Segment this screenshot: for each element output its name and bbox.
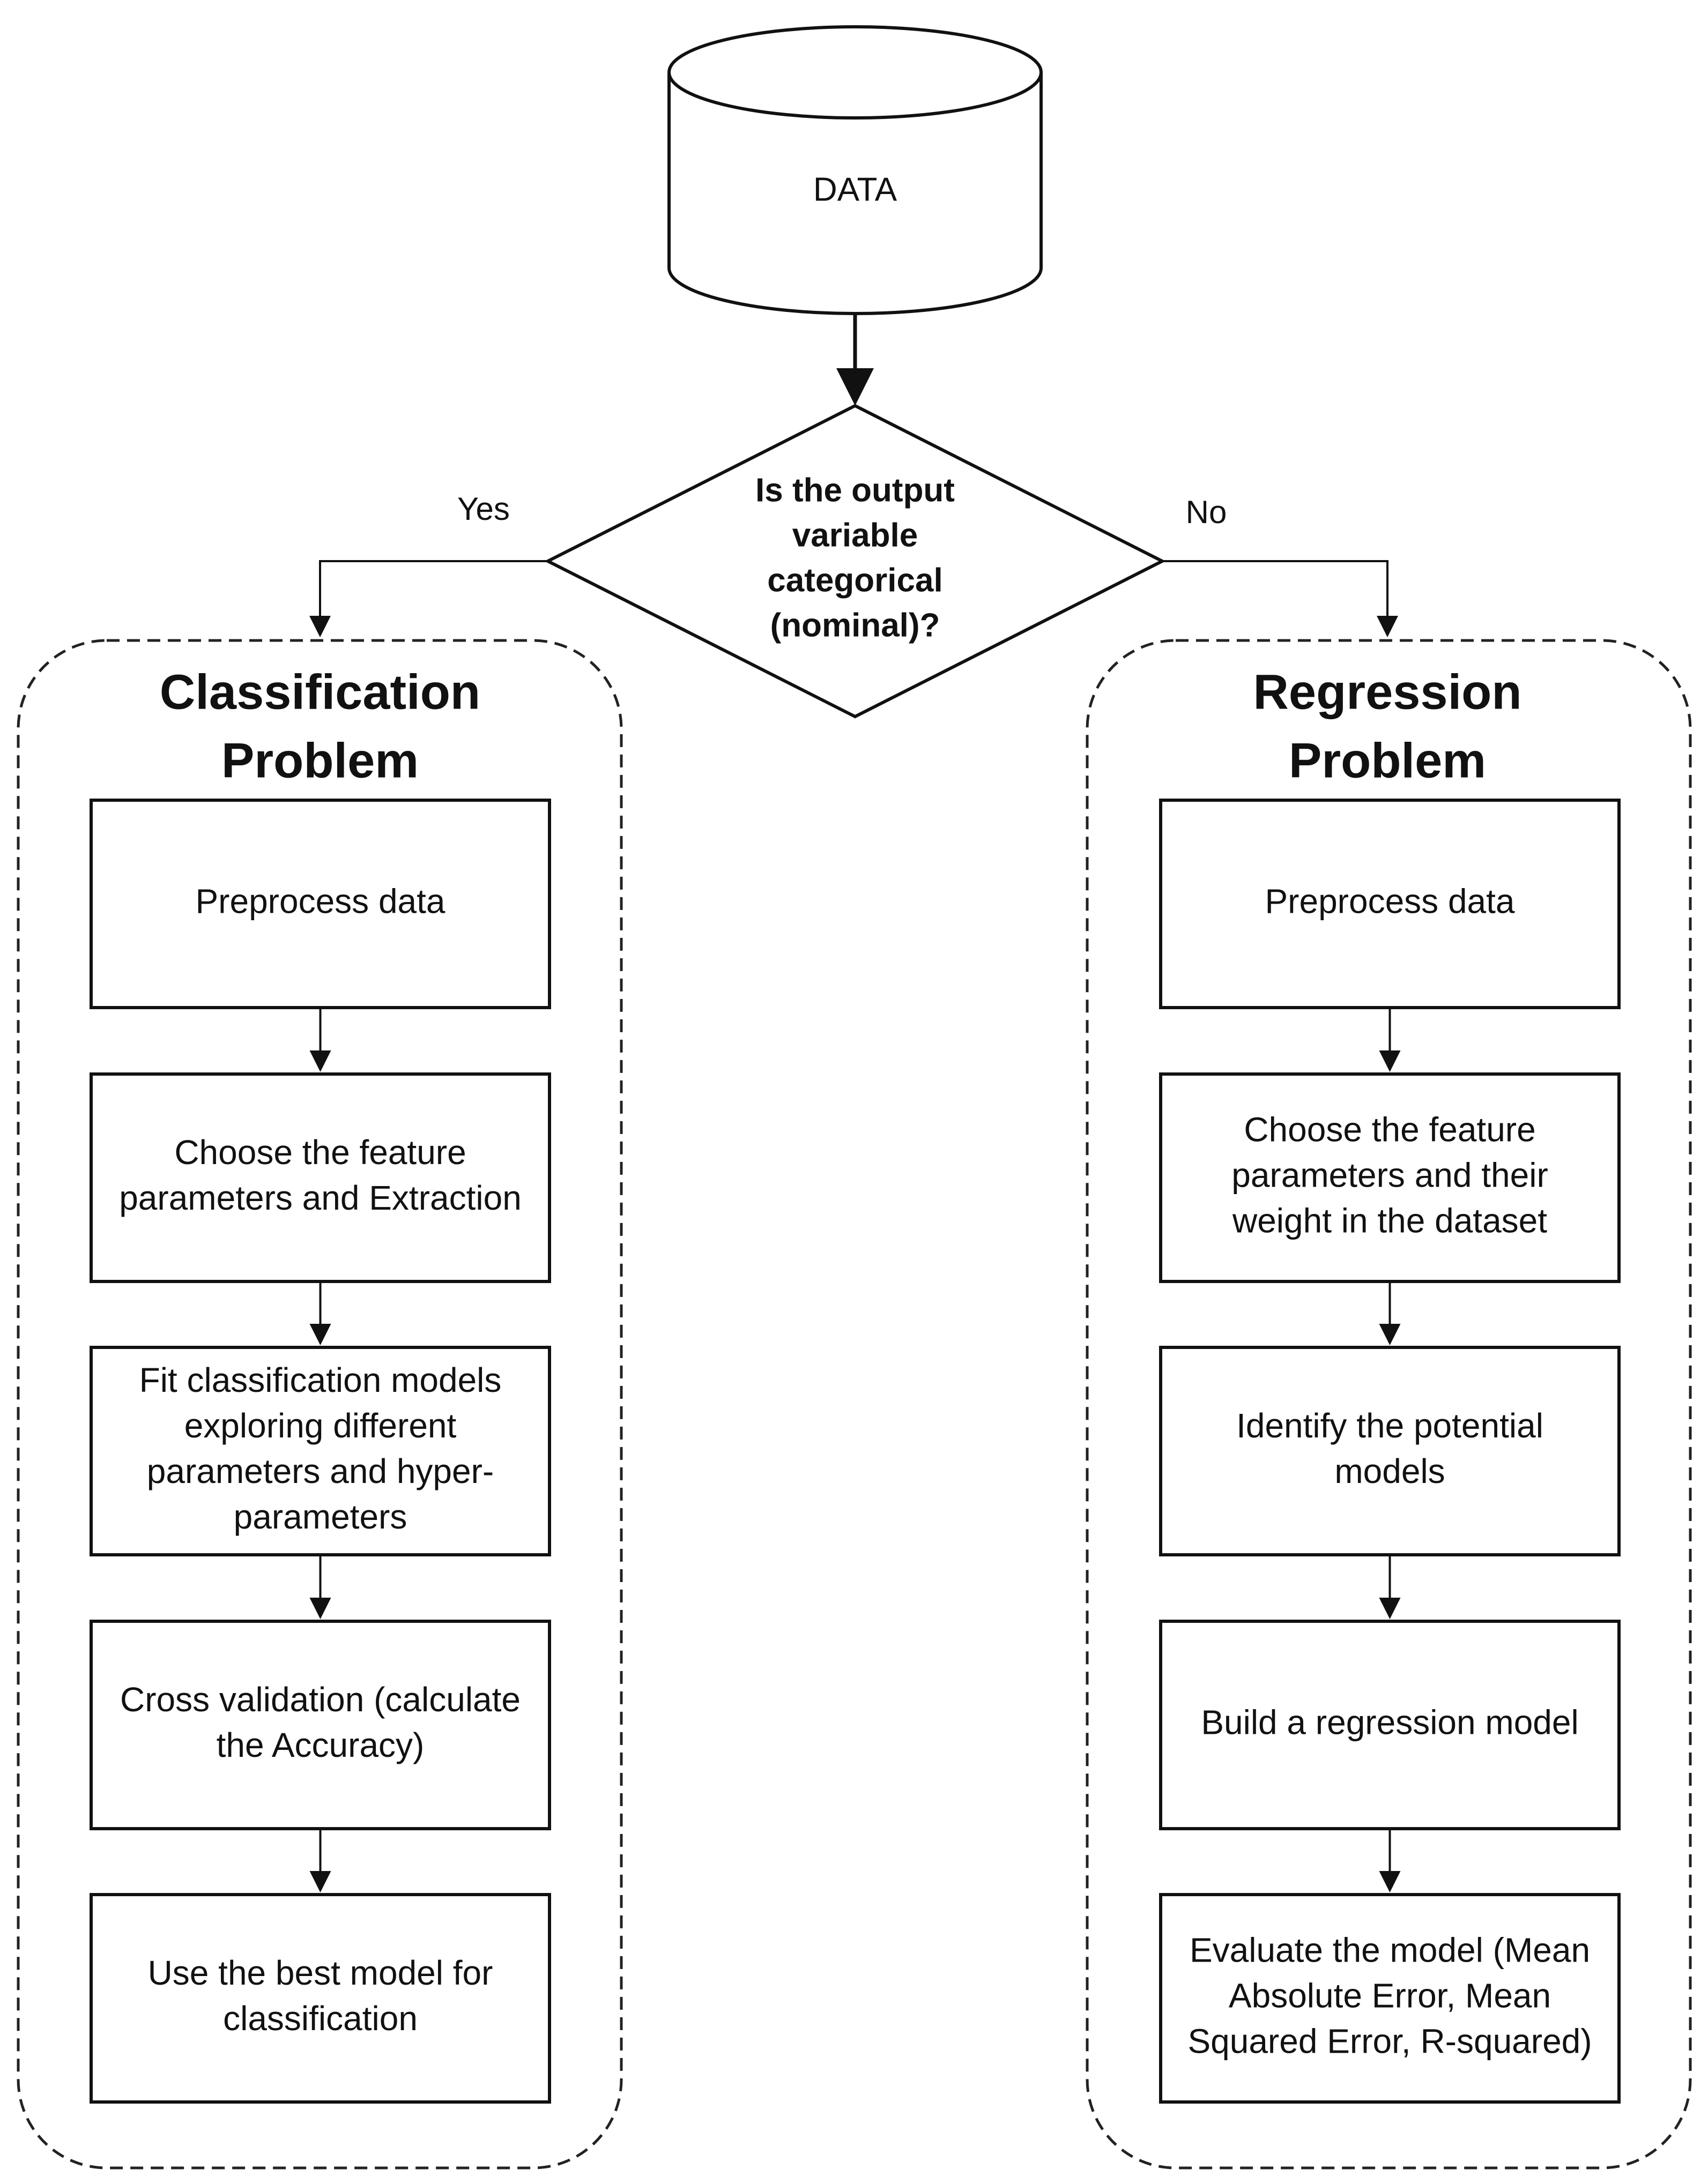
classification-step-label-line: parameters [234, 1497, 407, 1536]
classification-step-label-line: parameters and hyper- [147, 1452, 494, 1490]
data-label: DATA [813, 171, 897, 208]
classification-group-border [17, 639, 623, 2170]
classification-step-label-line: Use the best model for [148, 1954, 493, 1992]
decision-question-line: (nominal)? [770, 607, 940, 644]
classification-step-label-line: Preprocess data [195, 882, 445, 920]
decision-diamond: Is the output variable categorical (nominal… [544, 404, 1166, 719]
classification-step-box [90, 1072, 551, 1283]
regression-step-box [1159, 799, 1621, 1009]
yes-label: Yes [457, 491, 510, 527]
classification-step-label-line: exploring different [184, 1406, 457, 1445]
classification-title-line: Classification [160, 665, 480, 719]
regression-step-box [1159, 1072, 1621, 1283]
no-connector [1162, 560, 1398, 637]
yes-connector [309, 560, 548, 637]
regression-step-label-line: Identify the potential [1236, 1406, 1543, 1445]
regression-title-line: Problem [1289, 733, 1486, 788]
classification-title-line: Problem [221, 733, 419, 788]
decision-question-line: Is the output [755, 472, 955, 509]
regression-title-line: Regression [1253, 665, 1521, 719]
classification-step-box [90, 1893, 551, 2104]
regression-step-label-line: Choose the feature [1244, 1110, 1535, 1149]
regression-group-border [1086, 639, 1692, 2170]
decision-question-line: variable [792, 517, 918, 554]
regression-step-label-line: Squared Error, R-squared) [1187, 2022, 1592, 2060]
regression-step-label: Identify the potential models [1236, 1406, 1543, 1490]
regression-step-label: Build a regression model [1201, 1703, 1578, 1741]
regression-step-label-line: Preprocess data [1265, 882, 1514, 920]
regression-step-box [1159, 1346, 1621, 1556]
classification-step-label: Choose the feature parameters and Extract… [119, 1133, 522, 1217]
classification-step-label-line: Choose the feature [174, 1133, 466, 1172]
regression-step-box [1159, 1620, 1621, 1830]
classification-step-label-line: Cross validation (calculate [120, 1680, 521, 1719]
decision-question-line: categorical [767, 562, 942, 599]
regression-step-label: Preprocess data [1265, 882, 1514, 920]
classification-step-label: Preprocess data [195, 882, 445, 920]
classification-step-label-line: parameters and Extraction [119, 1179, 522, 1217]
decision-question: Is the output variable categorical (nominal… [755, 472, 955, 644]
regression-step-label-line: parameters and their [1231, 1156, 1548, 1194]
classification-step-label: Use the best model for classification [148, 1954, 493, 2038]
classification-step-label-line: Fit classification models [139, 1361, 502, 1399]
classification-step-label-line: the Accuracy) [217, 1726, 425, 1764]
regression-step-box [1159, 1893, 1621, 2104]
regression-step-label-line: models [1334, 1452, 1445, 1490]
classification-step-box [90, 1620, 551, 1830]
classification-step-box [90, 799, 551, 1009]
no-label: No [1186, 494, 1227, 530]
classification-step-label-line: classification [223, 1999, 418, 2038]
regression-step-label: Choose the feature parameters and their we… [1231, 1110, 1548, 1240]
regression-step-label-line: weight in the dataset [1232, 1201, 1547, 1240]
regression-step-label-line: Build a regression model [1201, 1703, 1578, 1741]
regression-step-label-line: Absolute Error, Mean [1229, 1976, 1551, 2015]
classification-step-label: Cross validation (calculate the Accuracy) [120, 1680, 521, 1764]
classification-step-box [90, 1346, 551, 1556]
classification-step-label: Fit classification models exploring diffe… [139, 1361, 502, 1536]
regression-step-label-line: Evaluate the model (Mean [1190, 1930, 1590, 1969]
data-cylinder: DATA [667, 25, 1043, 315]
